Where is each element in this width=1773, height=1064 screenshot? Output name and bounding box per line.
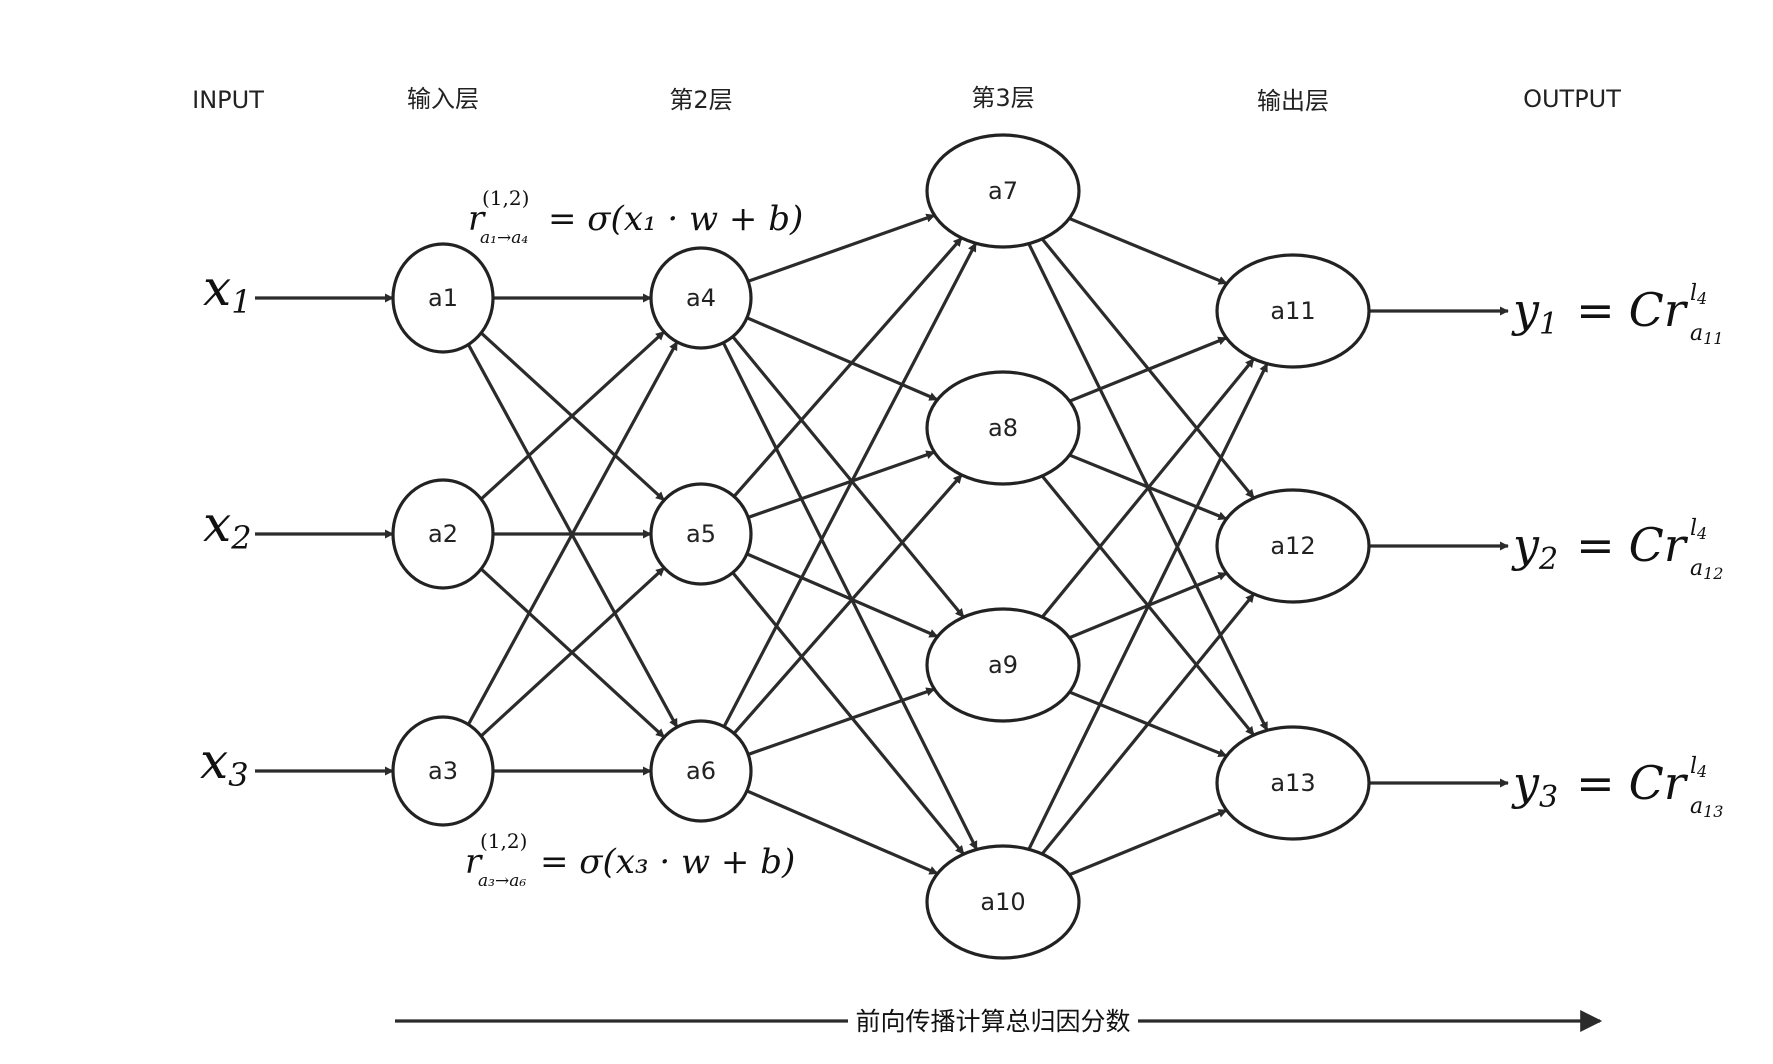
edge-a5-a10: [731, 571, 965, 856]
svg-text:x2: x2: [203, 495, 252, 557]
node-a7-label: a7: [988, 177, 1018, 205]
svg-text:(1,2): (1,2): [482, 186, 529, 210]
node-a3: a3: [391, 715, 495, 827]
formula-bottom: r (1,2) a₃→a₆ = σ(x₃ · w + b): [465, 829, 795, 891]
node-a2-circle: [391, 478, 495, 590]
output-y3: y3=Cr l4 a13: [1511, 754, 1723, 821]
edge-a3-a5: [480, 566, 666, 738]
node-a10-circle: [925, 844, 1081, 960]
svg-text:a12: a12: [1690, 556, 1723, 583]
formula-top: r (1,2) a₁→a₄ = σ(x₁ · w + b): [468, 186, 803, 248]
svg-text:= σ(x₁ · w + b): = σ(x₁ · w + b): [548, 199, 803, 239]
input-x2: x2: [203, 495, 252, 557]
node-a3-label: a3: [428, 757, 458, 785]
node-a9: a9: [925, 607, 1081, 723]
node-a2: a2: [391, 478, 495, 590]
node-a1: a1: [391, 242, 495, 354]
svg-text:(1,2): (1,2): [480, 829, 527, 853]
edge-a9-a11: [1041, 357, 1255, 619]
svg-text:a₃→a₆: a₃→a₆: [478, 871, 526, 891]
node-a8: a8: [925, 370, 1081, 486]
node-a11-circle: [1215, 253, 1371, 369]
node-a4: a4: [649, 246, 753, 350]
node-a1-label: a1: [428, 284, 458, 312]
label-output-layer: 输出层: [1257, 87, 1329, 115]
label-input: INPUT: [192, 86, 264, 114]
node-a3-circle: [391, 715, 495, 827]
svg-text:l4: l4: [1690, 754, 1707, 781]
edge-a10-a13: [1068, 808, 1228, 877]
label-output: OUTPUT: [1523, 85, 1621, 113]
svg-text:x3: x3: [200, 732, 249, 794]
node-a8-circle: [925, 370, 1081, 486]
svg-text:r: r: [468, 199, 486, 239]
node-a2-label: a2: [428, 520, 458, 548]
svg-text:l4: l4: [1690, 281, 1707, 308]
edge-a6-a8: [732, 473, 963, 735]
edge-a4-a9: [731, 335, 965, 619]
svg-text:l4: l4: [1690, 516, 1707, 543]
edge-a3-a4: [466, 341, 679, 726]
propagation-arrow: 前向传播计算总归因分数: [395, 1007, 1603, 1036]
node-a8-label: a8: [988, 414, 1018, 442]
input-x3: x3: [200, 732, 249, 794]
edge-a4-a10: [721, 342, 979, 851]
output-y2: y2=Cr l4 a12: [1511, 516, 1723, 583]
label-layer-2: 第2层: [669, 86, 732, 114]
edge-a4-a7: [747, 213, 936, 283]
edge-a5-a9: [746, 552, 939, 639]
node-a12: a12: [1215, 488, 1371, 604]
svg-text:a13: a13: [1690, 794, 1723, 821]
edge-a7-a11: [1068, 216, 1228, 286]
svg-text:y2=Cr: y2=Cr: [1511, 518, 1689, 577]
edge-a4-a8: [746, 316, 939, 402]
svg-text:y1=Cr: y1=Cr: [1511, 283, 1689, 342]
node-a4-label: a4: [686, 284, 716, 312]
svg-text:a₁→a₄: a₁→a₄: [480, 228, 528, 248]
svg-text:y3=Cr: y3=Cr: [1511, 756, 1689, 815]
propagation-caption: 前向传播计算总归因分数: [855, 1007, 1130, 1036]
node-a4-circle: [649, 246, 753, 350]
node-a13: a13: [1215, 725, 1371, 841]
node-a11-label: a11: [1270, 297, 1315, 325]
label-input-layer: 输入层: [407, 85, 479, 113]
edge-a2-a4: [480, 330, 666, 501]
node-a7-circle: [925, 133, 1081, 249]
node-a7: a7: [925, 133, 1081, 249]
svg-text:r: r: [465, 842, 483, 882]
edge-a5-a8: [747, 450, 936, 519]
node-a1-circle: [391, 242, 495, 354]
edge-a10-a11: [1027, 362, 1269, 851]
node-a12-circle: [1215, 488, 1371, 604]
node-a5-circle: [649, 482, 753, 586]
label-layer-3: 第3层: [971, 84, 1034, 112]
edge-a6-a9: [747, 687, 936, 756]
node-a9-label: a9: [988, 651, 1018, 679]
nodes: a1 a2 a3 a4 a5 a6 a7 a8 a9 a10 a11 a12 a13: [391, 133, 1371, 960]
svg-text:a11: a11: [1690, 321, 1723, 348]
node-a10: a10: [925, 844, 1081, 960]
node-a6: a6: [649, 719, 753, 823]
node-a5-label: a5: [686, 520, 716, 548]
edge-a6-a10: [746, 789, 939, 876]
input-x1: x1: [203, 259, 252, 321]
node-a10-label: a10: [980, 888, 1025, 916]
node-a6-circle: [649, 719, 753, 823]
svg-text:= σ(x₃ · w + b): = σ(x₃ · w + b): [540, 842, 795, 882]
node-a12-label: a12: [1270, 532, 1315, 560]
edge-a5-a7: [732, 236, 963, 498]
svg-text:x1: x1: [203, 259, 252, 321]
node-a11: a11: [1215, 253, 1371, 369]
edge-a10-a12: [1040, 593, 1256, 855]
connections: [255, 213, 1509, 877]
edge-a8-a11: [1069, 336, 1228, 403]
output-y1: y1=Cr l4 a11: [1511, 281, 1723, 348]
node-a6-label: a6: [686, 757, 716, 785]
node-a13-label: a13: [1270, 769, 1315, 797]
node-a9-circle: [925, 607, 1081, 723]
node-a5: a5: [649, 482, 753, 586]
node-a13-circle: [1215, 725, 1371, 841]
edge-a6-a7: [722, 242, 978, 728]
